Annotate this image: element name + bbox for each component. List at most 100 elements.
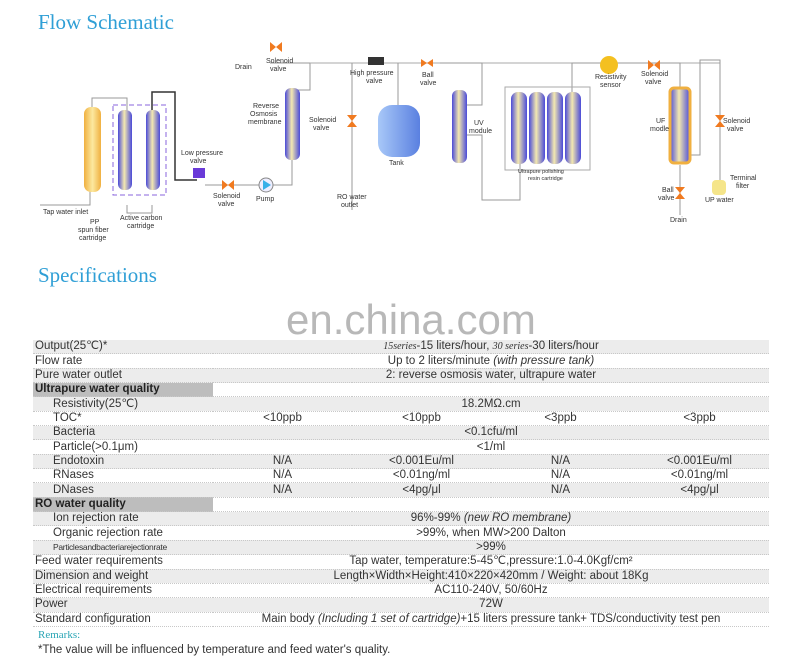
label: valve [218,201,234,208]
cell: <0.01ng/ml [630,468,769,484]
uf-module [668,86,692,165]
label: resin cartridge [528,176,563,182]
cell: N/A [213,482,352,498]
row-label: Flow rate [33,353,213,369]
label: Ball [422,72,434,79]
specifications-heading: Specifications [38,263,157,287]
row-value: <0.1cfu/ml [213,425,769,441]
label: cartridge [127,223,154,230]
label: Drain [235,64,252,71]
label: modle [650,126,669,133]
solenoid-valve-icon [347,115,357,127]
label: Solenoid [266,58,293,65]
row-value: Main body (Including 1 set of cartridge)… [213,612,769,627]
table-row: Particle(>0.1μm)<1/ml [33,439,769,455]
row-value: 15series-15 liters/hour, 30 series-30 li… [213,340,769,355]
cell: N/A [213,454,352,470]
terminal-filter-icon [712,180,726,195]
row-label: Resistivity(25℃) [33,396,213,412]
specifications-table: Output(25℃)*15series-15 liters/hour, 30 … [33,340,769,627]
cell: N/A [491,454,630,470]
label: cartridge [79,235,106,242]
cell: <3ppb [491,411,630,427]
row-label: Particle(>0.1μm) [33,439,213,455]
ball-valve-icon [675,187,685,199]
label: Solenoid [309,117,336,124]
pp-cartridge [84,107,101,192]
high-pressure-valve-icon [368,57,384,65]
label: Reverse [253,103,279,110]
row-value: 72W [213,597,769,613]
label: Solenoid [641,71,668,78]
label: outlet [341,202,358,209]
row-value: 2: reverse osmosis water, ultrapure wate… [213,368,769,384]
label: UV [474,120,484,127]
carbon-cartridge-2 [146,110,160,190]
row-label: Feed water requirements [33,554,213,570]
row-label: TOC* [33,411,213,427]
label: Osmosis [250,111,278,118]
label: Solenoid [723,118,750,125]
row-value: 18.2MΩ.cm [213,396,769,412]
label: membrane [248,119,282,126]
section-header: Ultrapure water quality [33,382,213,398]
label: valve [190,158,206,165]
cell: <10ppb [213,411,352,427]
uv-module [452,90,467,163]
tank [378,105,420,157]
table-row: Bacteria<0.1cfu/ml [33,425,769,441]
row-label: DNases [33,482,213,498]
row-label: Power [33,597,213,613]
label: UF [656,118,665,125]
label: Ball [662,187,674,194]
label: Drain [670,217,687,224]
cell: <4pg/μl [630,482,769,498]
label: Low pressure [181,150,223,157]
ro-membrane [285,88,300,160]
table-row: Output(25℃)*15series-15 liters/hour, 30 … [33,340,769,355]
resistivity-sensor-icon [600,56,618,74]
label: Active carbon [120,215,163,222]
solenoid-valve-icon [715,115,725,127]
label: sensor [600,82,622,89]
section-header: RO water quality [33,497,213,513]
cell: N/A [213,468,352,484]
solenoid-valve-icon [270,42,282,52]
row-label: Organic rejection rate [33,525,213,541]
row-value: 96%-99% (new RO membrane) [213,511,769,527]
cell: <3ppb [630,411,769,427]
cell: N/A [491,482,630,498]
label: valve [313,125,329,132]
cell: <0.001Eu/ml [352,454,491,470]
table-row: Particlesandbacteriarejectionrate>99% [33,540,769,556]
row-label: Bacteria [33,425,213,441]
remarks-note: *The value will be influenced by tempera… [38,644,391,656]
row-label: Output(25℃)* [33,340,213,355]
label: Terminal [730,175,757,182]
watermark: en.china.com [286,296,536,343]
row-value: <1/ml [213,439,769,455]
label: Tap water inlet [43,209,88,216]
row-label: Particlesandbacteriarejectionrate [33,540,213,556]
row-label: Standard configuration [33,612,213,627]
label: valve [270,66,286,73]
label: Tank [389,160,404,167]
row-label: Dimension and weight [33,569,213,584]
row-label: Pure water outlet [33,368,213,384]
row-value: >99%, when MW>200 Dalton [213,525,769,541]
row-label: Electrical requirements [33,583,213,599]
table-row: Organic rejection rate>99%, when MW>200 … [33,525,769,541]
row-label: RNases [33,468,213,484]
table-row: Resistivity(25℃)18.2MΩ.cm [33,396,769,412]
cell: <4pg/μl [352,482,491,498]
